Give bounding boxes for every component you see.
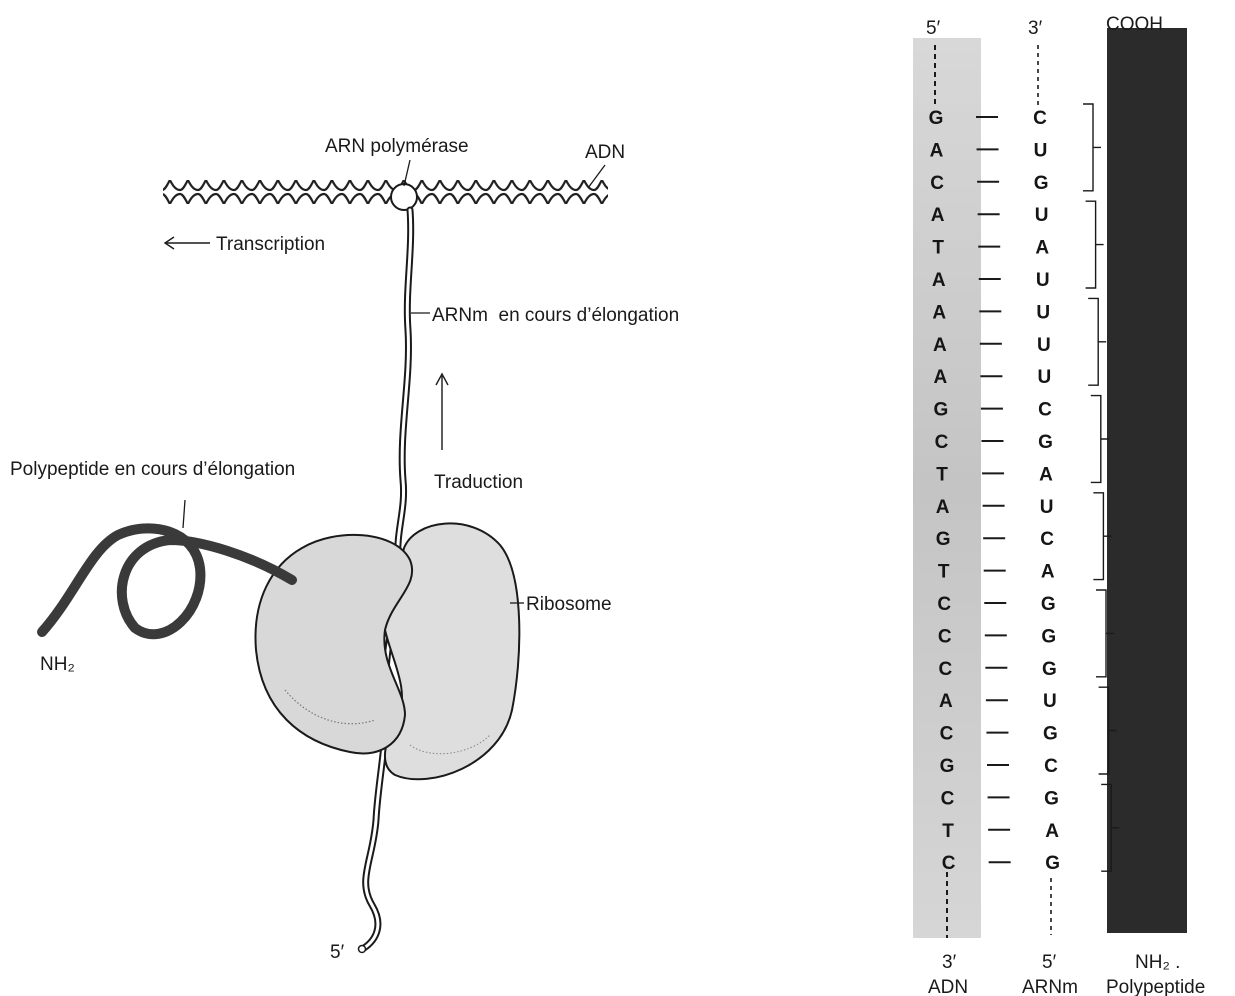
dna-label: ADN (928, 977, 968, 996)
dna-base: G (940, 756, 955, 777)
mrna-base: G (1041, 594, 1056, 615)
base-pair-dashes (976, 117, 1011, 862)
dna-top-end-label: 5′ (926, 18, 941, 39)
dna-base: C (930, 173, 944, 194)
dna-base: A (930, 140, 944, 161)
mrna-base: A (1035, 238, 1049, 259)
mrna-base: C (1040, 529, 1054, 550)
dna-base: C (942, 853, 956, 874)
dna-base: T (932, 238, 944, 259)
dna-base: A (936, 497, 950, 518)
codon-bracket (1091, 396, 1109, 483)
polypeptide-elongation-label: Polypeptide en cours d’élongation (10, 459, 295, 480)
arnm-elongation-label: ARNm en cours d’élongation (432, 305, 679, 326)
mrna-base: G (1045, 853, 1060, 874)
mrna-base: U (1034, 140, 1048, 161)
dna-double-helix (163, 180, 608, 204)
polypeptide-bottom-end-label: NH₂ . (1135, 952, 1180, 973)
adn-label: ADN (585, 142, 625, 163)
mrna-base: C (1038, 400, 1052, 421)
codon-bracket (1086, 201, 1104, 288)
traduction-label: Traduction (434, 472, 523, 493)
mrna-base: U (1037, 335, 1051, 356)
mrna-base: C (1044, 756, 1058, 777)
mrna-base: U (1040, 497, 1054, 518)
mrna-base: U (1038, 367, 1052, 388)
polypeptide-pointer (183, 500, 185, 528)
dna-base: G (936, 529, 951, 550)
dna-bottom-end-label: 3′ (942, 952, 957, 973)
mrna-label: ARNm (1022, 977, 1078, 996)
arn-polymerase-label: ARN polymérase (325, 136, 469, 157)
dna-base: A (939, 691, 953, 712)
polypeptide-label: Polypeptide (1106, 977, 1205, 996)
dna-base: C (938, 626, 952, 647)
dna-base: G (929, 108, 944, 129)
mrna-base: G (1044, 788, 1059, 809)
mrna-bottom-end-label: 5′ (1042, 952, 1057, 973)
dna-base: C (940, 724, 954, 745)
dna-base: A (931, 205, 945, 226)
mrna-base: G (1043, 724, 1058, 745)
dna-base: C (935, 432, 949, 453)
mrna-base: A (1041, 562, 1055, 583)
dna-base: A (934, 367, 948, 388)
dna-base: T (936, 464, 948, 485)
transcription-label: Transcription (216, 234, 325, 255)
growing-polypeptide (42, 528, 292, 634)
ribosome-label: Ribosome (526, 594, 612, 615)
transcription-translation-diagram: ARN polymérase ADN Transcription 5′ ARNm… (10, 136, 679, 963)
mrna-5prime-label: 5′ (330, 942, 345, 963)
dna-base: C (941, 788, 955, 809)
codon-bracket (1083, 104, 1101, 191)
dna-base: T (942, 821, 954, 842)
polypeptide-bar (1107, 28, 1187, 933)
mrna-base: G (1038, 432, 1053, 453)
mrna-base: U (1036, 302, 1050, 323)
polypeptide-top-end-label: COOH (1106, 14, 1163, 35)
mrna-base: A (1039, 464, 1053, 485)
mrna-base: U (1035, 205, 1049, 226)
mrna-base: C (1033, 108, 1047, 129)
dna-base: A (933, 335, 947, 356)
mrna-5prime-end (359, 946, 366, 953)
mrna-base: G (1034, 173, 1049, 194)
mrna-base: A (1045, 821, 1059, 842)
dna-base: A (932, 302, 946, 323)
dna-base: T (938, 562, 950, 583)
mrna-base: G (1042, 659, 1057, 680)
dna-base: C (938, 659, 952, 680)
codon-bracket (1088, 298, 1106, 385)
mrna-base: U (1043, 691, 1057, 712)
rna-polymerase (391, 184, 417, 210)
traduction-arrow (436, 374, 448, 450)
dna-base: A (932, 270, 946, 291)
dna-base: G (934, 400, 949, 421)
nh2-label: NH₂ (40, 654, 75, 675)
mrna-top-end-label: 3′ (1028, 18, 1043, 39)
dna-base: C (937, 594, 951, 615)
mrna-base: U (1036, 270, 1050, 291)
mrna-base: G (1041, 626, 1056, 647)
transcription-arrow (165, 237, 210, 249)
